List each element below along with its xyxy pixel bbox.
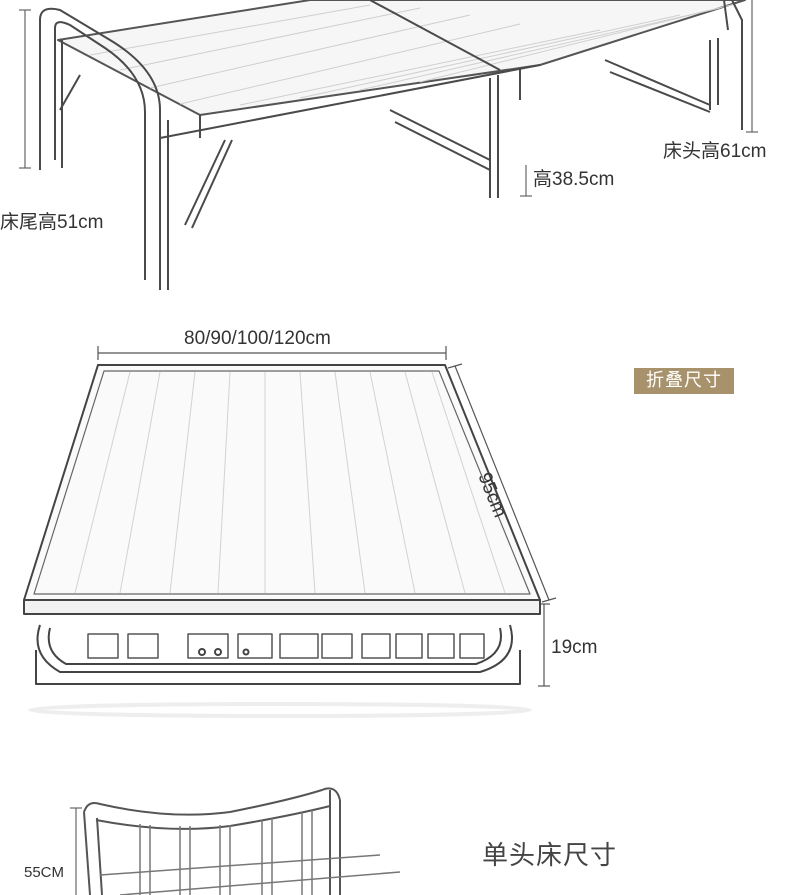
leg-height-label: 高38.5cm <box>533 169 615 190</box>
folded-size-badge: 折叠尺寸 <box>634 368 734 394</box>
head-height-label: 床头高61cm <box>663 141 767 162</box>
single-head-height-label: 55CM <box>24 864 65 881</box>
tail-height-label: 床尾高51cm <box>0 212 104 233</box>
unfolded-bed-drawing <box>19 0 758 290</box>
width-label: 80/90/100/120cm <box>184 328 331 349</box>
single-head-bed-title: 单头床尺寸 <box>482 841 618 871</box>
thickness-label: 19cm <box>551 637 598 658</box>
